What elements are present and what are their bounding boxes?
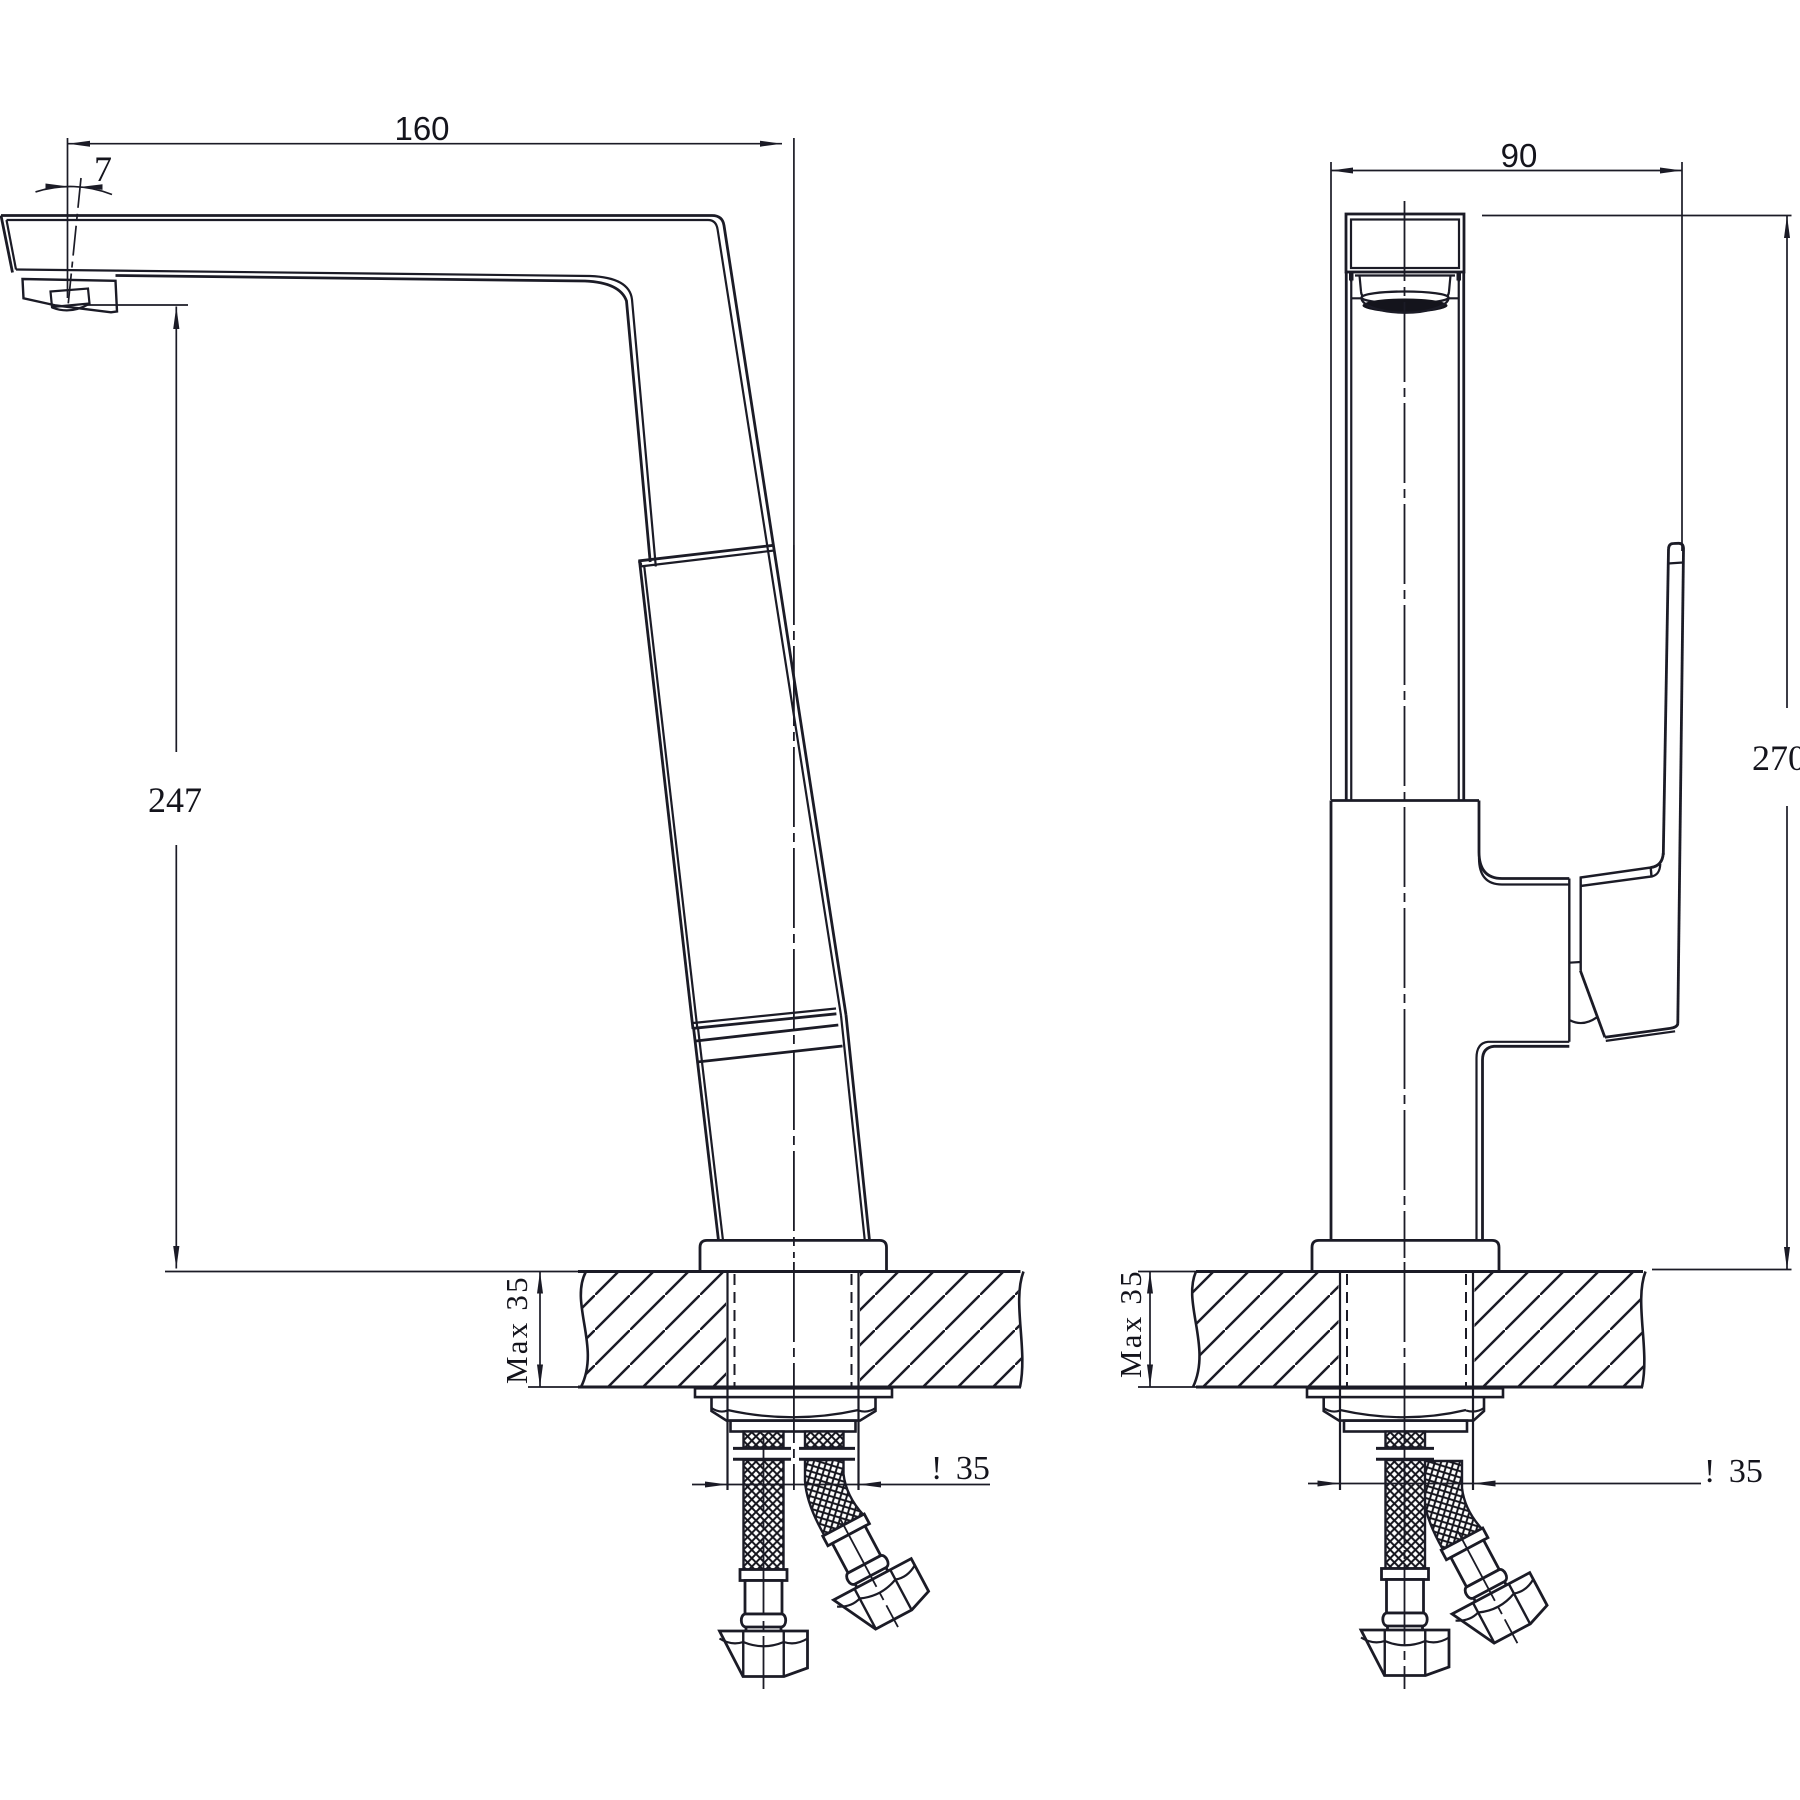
svg-text:247: 247 (148, 780, 202, 820)
svg-text:! 35: ! 35 (931, 1450, 990, 1487)
svg-text:! 35: ! 35 (1704, 1453, 1763, 1490)
svg-text:160: 160 (394, 110, 449, 147)
svg-text:Max 35: Max 35 (499, 1275, 534, 1384)
svg-text:Max 35: Max 35 (1113, 1269, 1148, 1378)
svg-text:7: 7 (94, 149, 112, 189)
svg-text:270: 270 (1752, 738, 1800, 778)
svg-text:90: 90 (1501, 137, 1538, 174)
